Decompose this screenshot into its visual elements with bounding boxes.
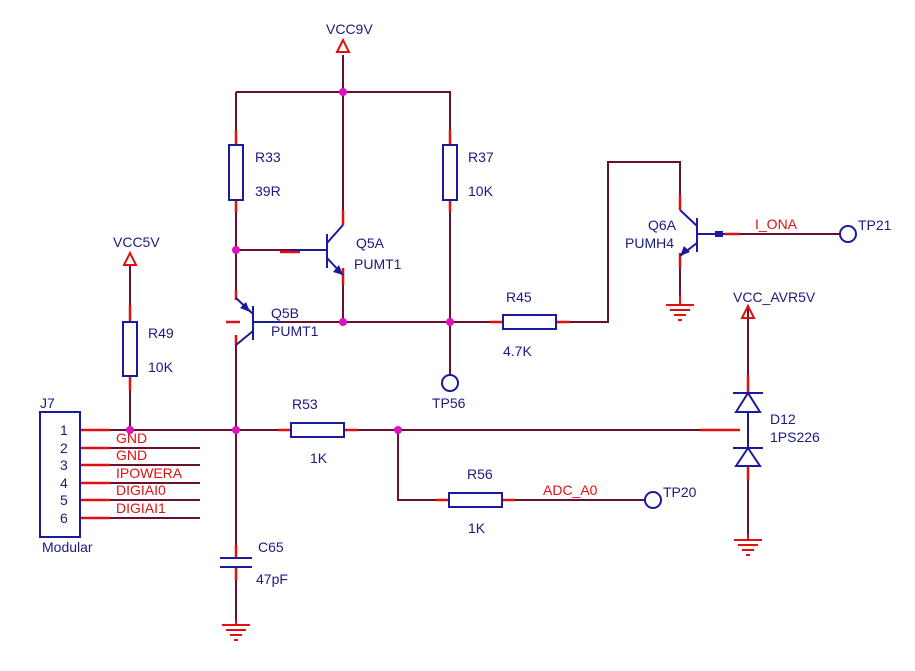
vcc9v-label: VCC9V <box>326 21 373 37</box>
j7-pin-5-net: DIGIAI1 <box>116 500 166 516</box>
q5a-value: PUMT1 <box>354 256 402 272</box>
capacitor-c65[interactable]: C65 47pF <box>220 539 288 587</box>
resistor-r37[interactable]: R37 10K <box>442 144 494 201</box>
q5b-ref: Q5B <box>271 305 299 321</box>
j7-pin-1-number: 1 <box>60 422 68 438</box>
testpoint-tp20[interactable]: TP20 <box>644 484 697 509</box>
j7-ref: J7 <box>40 395 55 411</box>
j7-pin-5-number: 5 <box>60 492 68 508</box>
c65-ref: C65 <box>258 539 284 555</box>
junctions <box>126 88 454 434</box>
q5b-value: PUMT1 <box>271 323 319 339</box>
vcc9v-symbol: VCC9V <box>326 21 373 53</box>
connector-j7[interactable]: J7 Modular 1 2 3 4 5 6 GND GND IPOWERA D… <box>39 395 183 555</box>
vcc5v-symbol: VCC5V <box>113 234 160 266</box>
resistor-r45[interactable]: R45 4.7K <box>502 289 557 359</box>
j7-value: Modular <box>42 539 93 555</box>
j7-pin-1-net: GND <box>116 430 147 446</box>
r45-value: 4.7K <box>503 343 532 359</box>
d12-value: 1PS226 <box>770 429 820 445</box>
j7-pin-6-number: 6 <box>60 510 68 526</box>
resistor-r33[interactable]: R33 39R <box>228 144 281 201</box>
testpoint-tp56[interactable]: TP56 <box>432 374 466 411</box>
q6a-value: PUMH4 <box>625 235 674 251</box>
transistor-q6a[interactable]: Q6A PUMH4 <box>625 209 725 257</box>
resistor-r53[interactable]: R53 1K <box>290 396 345 466</box>
j7-pin-4-number: 4 <box>60 475 68 491</box>
r33-ref: R33 <box>255 149 281 165</box>
r37-ref: R37 <box>468 149 494 165</box>
tp21-label: TP21 <box>858 217 892 233</box>
r49-ref: R49 <box>148 325 174 341</box>
transistor-q5a[interactable]: Q5A PUMT1 <box>290 224 402 276</box>
tp20-label: TP20 <box>663 484 697 500</box>
net-i-ona: I_ONA <box>755 216 798 232</box>
j7-pin-2-number: 2 <box>60 440 68 456</box>
tp56-label: TP56 <box>432 395 466 411</box>
q6a-ref: Q6A <box>648 217 677 233</box>
transistor-q5b[interactable]: Q5B PUMT1 <box>235 297 319 346</box>
r45-ref: R45 <box>506 289 532 305</box>
r53-ref: R53 <box>292 396 318 412</box>
vcc5v-label: VCC5V <box>113 234 160 250</box>
pin-stubs <box>80 130 750 580</box>
r56-value: 1K <box>468 520 486 536</box>
r37-value: 10K <box>468 183 494 199</box>
vcc-avr5v-symbol: VCC_AVR5V <box>733 289 816 319</box>
ground-q6a <box>666 295 694 321</box>
r49-value: 10K <box>148 359 174 375</box>
r33-value: 39R <box>255 183 281 199</box>
ground-c65 <box>222 620 250 641</box>
q5a-ref: Q5A <box>356 235 385 251</box>
d12-ref: D12 <box>770 411 796 427</box>
resistor-r49[interactable]: R49 10K <box>122 321 174 377</box>
j7-pin-4-net: DIGIAI0 <box>116 482 166 498</box>
testpoint-tp21[interactable]: TP21 <box>839 217 892 243</box>
resistor-r56[interactable]: R56 1K <box>448 466 503 536</box>
j7-pin-3-net: IPOWERA <box>116 465 183 481</box>
j7-pin-3-number: 3 <box>60 457 68 473</box>
vcc-avr5v-label: VCC_AVR5V <box>733 289 816 305</box>
c65-value: 47pF <box>256 571 288 587</box>
j7-pin-2-net: GND <box>116 447 147 463</box>
ground-d12 <box>734 535 762 556</box>
r53-value: 1K <box>310 450 328 466</box>
diode-d12[interactable]: D12 1PS226 <box>733 391 820 467</box>
wires <box>80 55 840 620</box>
net-adc-a0: ADC_A0 <box>543 482 598 498</box>
r56-ref: R56 <box>467 466 493 482</box>
